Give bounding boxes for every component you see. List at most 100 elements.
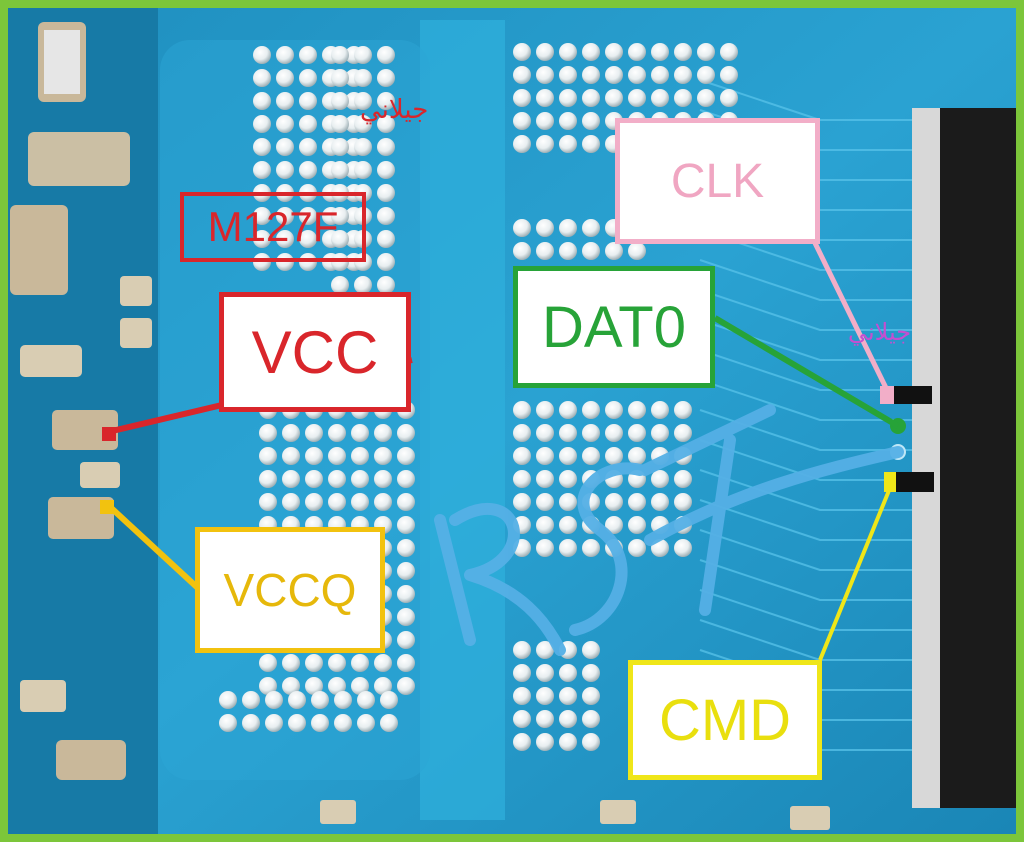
bga-solder-ball	[288, 691, 306, 709]
dat0-label: DAT0	[513, 266, 715, 388]
cmd-test-pad	[884, 472, 934, 492]
bga-solder-ball	[628, 43, 646, 61]
bga-solder-ball	[513, 641, 531, 659]
bga-solder-ball	[582, 447, 600, 465]
bga-solder-ball	[536, 539, 554, 557]
bga-solder-ball	[253, 207, 271, 225]
bga-solder-ball	[559, 112, 577, 130]
pcb-trace	[699, 559, 915, 601]
cmd-label: CMD	[628, 660, 822, 780]
bga-solder-ball	[674, 43, 692, 61]
bga-solder-ball	[253, 253, 271, 271]
bga-solder-ball	[674, 424, 692, 442]
bga-solder-ball	[351, 654, 369, 672]
bga-solder-ball	[697, 66, 715, 84]
bga-solder-ball	[513, 401, 531, 419]
bga-solder-ball	[582, 424, 600, 442]
bga-solder-ball	[513, 43, 531, 61]
vcc-pad-marker	[102, 427, 116, 441]
bga-solder-ball	[582, 710, 600, 728]
bga-solder-ball	[513, 470, 531, 488]
bga-solder-ball	[559, 710, 577, 728]
bga-solder-ball	[582, 112, 600, 130]
bga-solder-ball	[299, 138, 317, 156]
bga-solder-ball	[377, 276, 395, 294]
bga-solder-ball	[536, 664, 554, 682]
pcb-trace	[699, 259, 915, 301]
bga-solder-ball	[651, 470, 669, 488]
bga-solder-ball	[513, 89, 531, 107]
bga-solder-ball	[253, 92, 271, 110]
bga-solder-ball	[674, 539, 692, 557]
bga-solder-ball	[334, 714, 352, 732]
bga-solder-ball	[536, 493, 554, 511]
smd-resistor	[20, 345, 82, 377]
pcb-trace	[699, 79, 915, 121]
smd-capacitor	[52, 410, 118, 450]
bga-solder-ball	[299, 115, 317, 133]
bga-solder-ball	[559, 135, 577, 153]
bga-solder-ball	[536, 710, 554, 728]
bga-solder-ball	[253, 69, 271, 87]
bga-solder-ball	[536, 401, 554, 419]
bga-solder-ball	[720, 66, 738, 84]
smd-capacitor	[56, 740, 126, 780]
bga-solder-ball	[582, 43, 600, 61]
bga-solder-ball	[259, 470, 277, 488]
bga-solder-ball	[536, 135, 554, 153]
bga-solder-ball	[259, 447, 277, 465]
bga-solder-ball	[299, 46, 317, 64]
bga-solder-ball	[720, 43, 738, 61]
dat0-pointer-line	[713, 315, 900, 429]
smd-resistor	[20, 680, 66, 712]
bga-solder-ball	[582, 242, 600, 260]
bga-solder-ball	[299, 253, 317, 271]
rst-pointer-line	[644, 446, 904, 546]
bga-solder-ball	[513, 733, 531, 751]
bga-solder-ball	[536, 447, 554, 465]
bga-solder-ball	[331, 161, 349, 179]
bga-solder-ball	[276, 115, 294, 133]
bga-solder-ball	[354, 138, 372, 156]
bga-solder-ball	[697, 43, 715, 61]
bga-solder-ball	[651, 424, 669, 442]
bga-solder-ball	[513, 687, 531, 705]
bga-solder-ball	[377, 230, 395, 248]
smd-capacitor	[10, 205, 68, 295]
bga-solder-ball	[397, 516, 415, 534]
bga-solder-ball	[282, 424, 300, 442]
clk-pad-marker	[880, 386, 894, 404]
bga-solder-ball	[374, 493, 392, 511]
bga-solder-ball	[351, 470, 369, 488]
bga-solder-ball	[582, 664, 600, 682]
bga-solder-ball	[582, 66, 600, 84]
bga-solder-ball	[354, 276, 372, 294]
bga-solder-ball	[397, 562, 415, 580]
bga-solder-ball	[354, 115, 372, 133]
bga-solder-ball	[331, 207, 349, 225]
bga-solder-ball	[276, 69, 294, 87]
bga-solder-ball	[331, 115, 349, 133]
bga-solder-ball	[513, 135, 531, 153]
bga-solder-ball	[253, 230, 271, 248]
bga-solder-ball	[536, 43, 554, 61]
bga-solder-ball	[242, 691, 260, 709]
bga-solder-ball	[276, 207, 294, 225]
model-number-label: M127F	[180, 192, 366, 262]
bga-solder-ball	[397, 539, 415, 557]
bga-solder-ball	[397, 424, 415, 442]
bga-solder-ball	[305, 654, 323, 672]
bga-solder-ball	[380, 714, 398, 732]
bga-solder-ball	[697, 89, 715, 107]
bga-solder-ball	[605, 401, 623, 419]
cmd-pad-marker	[884, 472, 896, 492]
bga-solder-ball	[651, 401, 669, 419]
bga-solder-ball	[628, 89, 646, 107]
bga-solder-ball	[374, 654, 392, 672]
bga-solder-ball	[331, 253, 349, 271]
bga-solder-ball	[536, 687, 554, 705]
bga-solder-ball	[397, 677, 415, 695]
bga-solder-ball	[299, 161, 317, 179]
bga-solder-ball	[259, 654, 277, 672]
bga-solder-ball	[299, 230, 317, 248]
